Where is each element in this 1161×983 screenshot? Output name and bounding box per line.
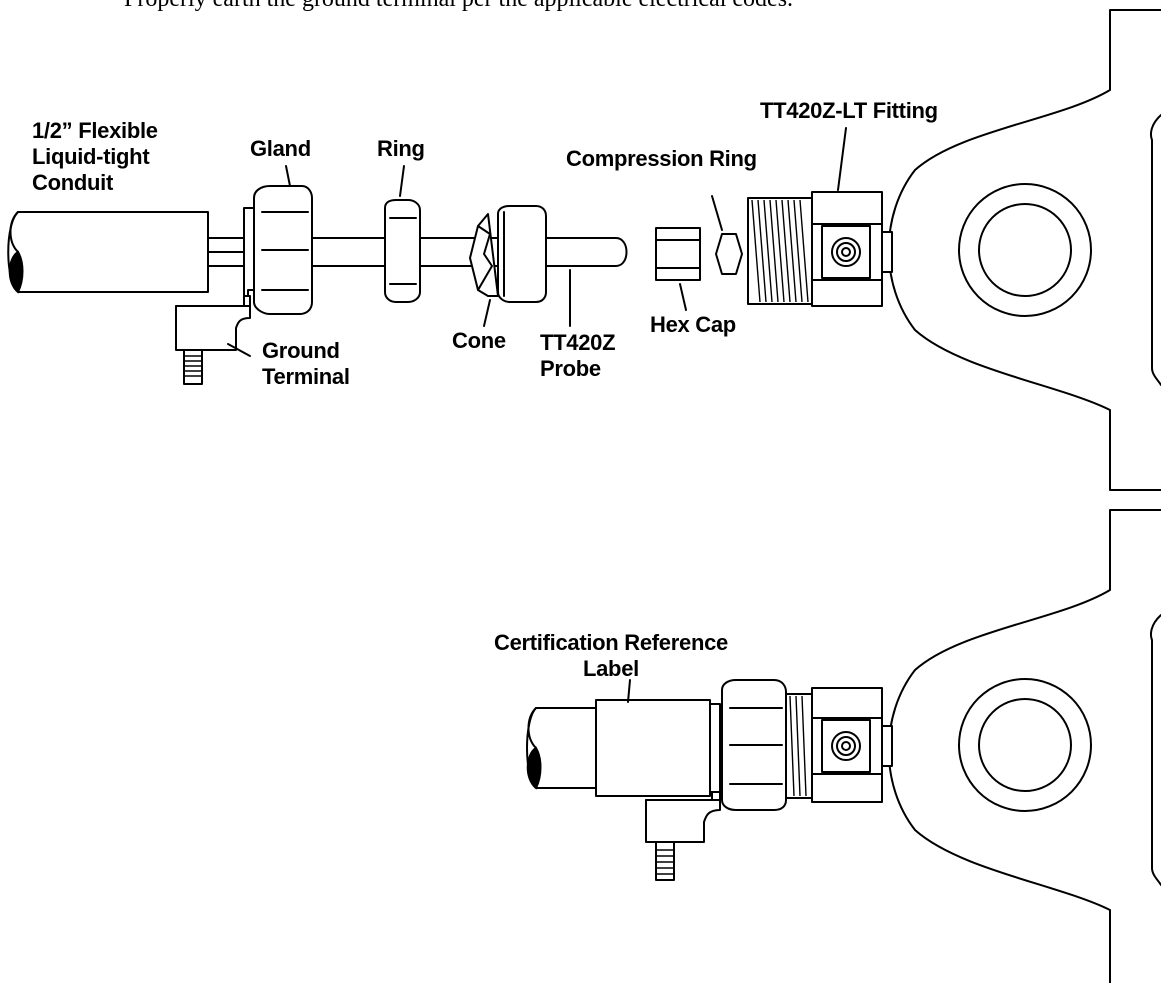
cone-top [469, 205, 547, 303]
hex-cap-top [655, 227, 701, 281]
header-text: Properly earth the ground terminal per t… [0, 0, 1161, 13]
leader-lines-top [227, 127, 847, 357]
leader-lines-bottom [627, 679, 631, 703]
ring-top [384, 199, 421, 303]
gland-top [243, 185, 313, 315]
gland-label: Gland [250, 136, 311, 161]
ground-terminal-label: Ground Terminal [262, 338, 350, 389]
cert-label-sleeve [595, 699, 721, 797]
conduit-label: 1/2” Flexible Liquid-tight Conduit [32, 118, 158, 195]
probe-label: TT420Z Probe [540, 330, 616, 381]
compression-ring-label: Compression Ring [566, 146, 757, 171]
ground-terminal-top [175, 295, 251, 385]
compression-ring-top [715, 233, 743, 275]
fitting-top [747, 191, 893, 307]
conduit-top [7, 211, 209, 294]
fitting-label: TT420Z-LT Fitting [760, 98, 938, 123]
fitting-bottom [811, 687, 893, 803]
tank-panel-top [887, 9, 1161, 491]
ring-label: Ring [377, 136, 425, 161]
conduit-bottom [526, 707, 597, 790]
cone-label: Cone [452, 328, 506, 353]
cert-label-label: Certification Reference Label [494, 630, 728, 681]
ground-terminal-bottom [645, 791, 721, 881]
tank-panel-bottom [887, 509, 1161, 983]
gland-bottom [721, 679, 813, 811]
hex-cap-label: Hex Cap [650, 312, 736, 337]
